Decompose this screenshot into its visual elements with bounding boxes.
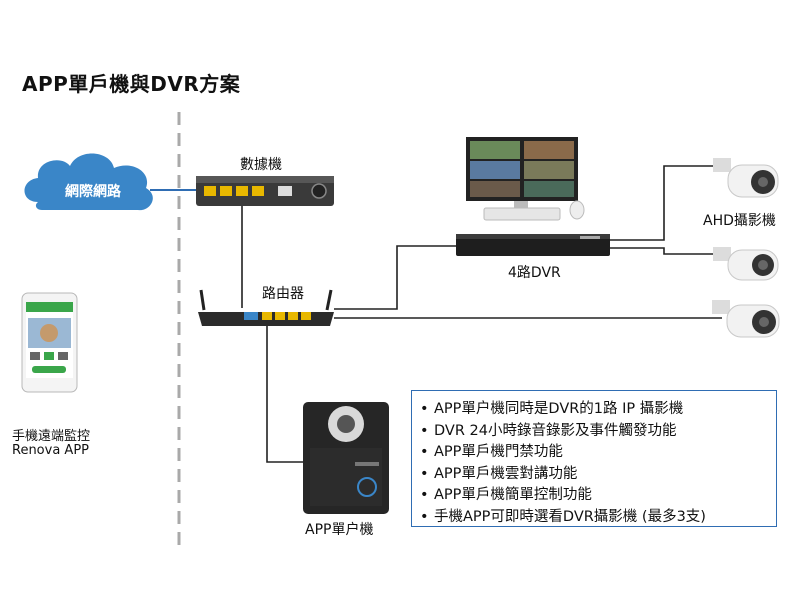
router-dvr-link — [334, 245, 456, 310]
dvr-icon — [456, 234, 610, 256]
dvr-label: 4路DVR — [508, 265, 561, 281]
dvr-camera1-link — [610, 165, 713, 241]
phone-icon — [21, 292, 78, 393]
feature-item: •APP單戶機簡單控制功能 — [420, 487, 592, 503]
modem-label: 數據機 — [240, 157, 282, 173]
page-title: APP單戶機與DVR方案 — [22, 72, 241, 96]
feature-item: •APP單戶機雲對講功能 — [420, 465, 578, 482]
connection-lines — [150, 165, 722, 463]
dvr-camera2-link — [610, 247, 713, 255]
phone-label: 手機遠端監控 — [12, 429, 91, 444]
app-unit-label: APP單户機 — [305, 522, 374, 538]
modem-icon — [196, 176, 334, 206]
monitor-icon — [466, 137, 585, 221]
phone-app-label: Renova APP — [12, 443, 90, 458]
ahd-camera-2 — [713, 247, 779, 281]
ahd-camera-1 — [713, 158, 779, 198]
ahd-camera-3 — [712, 300, 780, 338]
feature-item: •手機APP可即時選看DVR攝影機 (最多3支) — [420, 508, 706, 525]
router-icon — [198, 289, 334, 326]
feature-list-box: •APP單户機同時是DVR的1路 IP 攝影機 •DVR 24小時錄音錄影及事件… — [411, 390, 777, 527]
router-label: 路由器 — [262, 286, 304, 302]
router-app-link — [266, 322, 303, 463]
feature-item: •APP單户機同時是DVR的1路 IP 攝影機 — [420, 401, 684, 417]
internet-label: 網際網路 — [65, 184, 121, 200]
cloud-icon — [24, 153, 153, 211]
feature-item: •DVR 24小時錄音錄影及事件觸發功能 — [420, 422, 677, 439]
app-unit-icon — [303, 402, 389, 514]
ahd-camera-label: AHD攝影機 — [703, 213, 776, 229]
feature-item: •APP單戶機門禁功能 — [420, 444, 563, 460]
